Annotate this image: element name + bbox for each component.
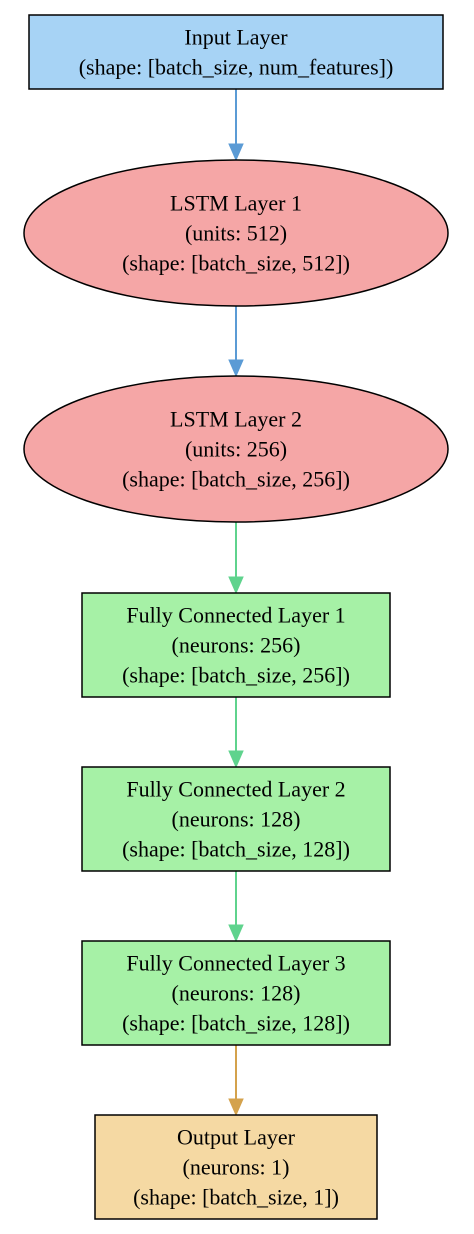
node-fc2-label-1: (neurons: 128)	[172, 807, 301, 832]
node-fc3-label-2: (shape: [batch_size, 128])	[122, 1011, 350, 1036]
node-fc2: Fully Connected Layer 2 (neurons: 128) (sh…	[81, 766, 391, 872]
node-fc1-label-1: (neurons: 256)	[172, 633, 301, 658]
node-output-shape	[94, 1114, 378, 1220]
node-fc2-label-0: Fully Connected Layer 2	[126, 777, 345, 802]
node-lstm2-label-0: LSTM Layer 2	[170, 407, 302, 432]
node-fc3: Fully Connected Layer 3 (neurons: 128) (sh…	[81, 940, 391, 1046]
node-output-label-0: Output Layer	[177, 1125, 296, 1150]
node-lstm1-label-0: LSTM Layer 1	[170, 191, 302, 216]
node-fc1: Fully Connected Layer 1 (neurons: 256) (sh…	[81, 592, 391, 698]
arrowhead-icon	[228, 750, 244, 769]
node-input-label-1: (shape: [batch_size, num_features])	[79, 55, 394, 80]
node-lstm2-shape	[23, 375, 449, 523]
edge-lstm2-to-fc1	[228, 522, 244, 595]
node-output-label-1: (neurons: 1)	[183, 1155, 290, 1180]
node-fc1-shape	[81, 592, 391, 698]
node-output: Output Layer (neurons: 1) (shape: [batch_s…	[94, 1114, 378, 1220]
node-fc3-label-1: (neurons: 128)	[172, 981, 301, 1006]
node-input: Input Layer (shape: [batch_size, num_feat…	[28, 14, 444, 90]
node-fc1-label-0: Fully Connected Layer 1	[126, 603, 345, 628]
edge-lstm1-to-lstm2	[228, 306, 244, 378]
node-lstm2-label-1: (units: 256)	[185, 437, 287, 462]
arrowhead-icon	[228, 576, 244, 595]
node-lstm1-shape	[23, 159, 449, 307]
arrowhead-icon	[228, 1098, 244, 1117]
node-lstm1-label-2: (shape: [batch_size, 512])	[122, 251, 350, 276]
node-fc3-label-0: Fully Connected Layer 3	[126, 951, 345, 976]
node-fc3-shape	[81, 940, 391, 1046]
node-fc2-label-2: (shape: [batch_size, 128])	[122, 837, 350, 862]
edges-layer	[228, 89, 244, 1117]
arrowhead-icon	[228, 143, 244, 162]
node-lstm1: LSTM Layer 1 (units: 512) (shape: [batch_s…	[23, 159, 449, 307]
node-input-shape	[28, 14, 444, 90]
edge-fc1-to-fc2	[228, 697, 244, 769]
nodes-layer: Input Layer (shape: [batch_size, num_feat…	[23, 14, 449, 1220]
edge-fc3-to-output	[228, 1045, 244, 1117]
node-lstm2: LSTM Layer 2 (units: 256) (shape: [batch_s…	[23, 375, 449, 523]
node-lstm1-label-1: (units: 512)	[185, 221, 287, 246]
node-fc1-label-2: (shape: [batch_size, 256])	[122, 663, 350, 688]
arrowhead-icon	[228, 359, 244, 378]
node-output-label-2: (shape: [batch_size, 1])	[133, 1185, 339, 1210]
edge-input-to-lstm1	[228, 89, 244, 162]
arrowhead-icon	[228, 924, 244, 943]
node-fc2-shape	[81, 766, 391, 872]
edge-fc2-to-fc3	[228, 871, 244, 943]
node-input-label-0: Input Layer	[184, 25, 288, 50]
node-lstm2-label-2: (shape: [batch_size, 256])	[122, 467, 350, 492]
